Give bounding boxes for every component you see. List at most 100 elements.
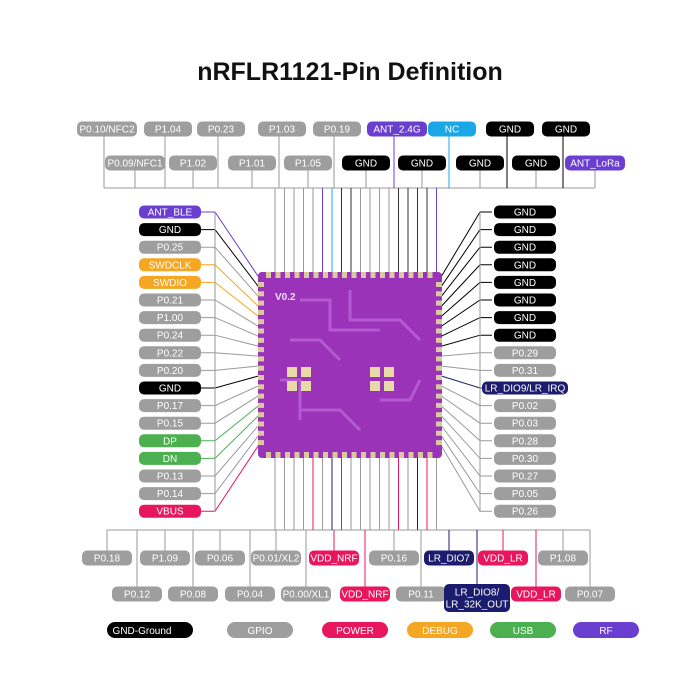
pin-label-p0-23: P0.23: [197, 121, 245, 137]
top-row2-bg: [105, 155, 165, 171]
right-bg: [494, 434, 556, 448]
left-text: P0.21: [157, 296, 184, 307]
chip-trace: [380, 379, 422, 402]
pin-label-gnd: GND: [486, 121, 534, 137]
pin-label-p0-04: P0.04: [225, 586, 275, 602]
page-title: nRFLR1121-Pin Definition: [197, 58, 503, 86]
chip-pad: [258, 300, 264, 306]
left-text: DN: [163, 454, 177, 465]
pin-label-vdd-lr: VDD_LR: [478, 550, 528, 566]
chip-pad: [436, 384, 442, 390]
right-text: P0.31: [512, 366, 539, 377]
pin-label-p0-27: P0.27: [494, 469, 556, 483]
pin-label-p0-11: P0.11: [396, 586, 446, 602]
chip-pad: [361, 452, 366, 458]
bottom-row2-text: P0.07: [577, 590, 604, 601]
pin-label-p0-17: P0.17: [139, 399, 201, 413]
left-text: DP: [163, 436, 177, 447]
pin-label-p1-05: P1.05: [284, 155, 332, 171]
pin-label-p0-03: P0.03: [494, 416, 556, 430]
left-bg: [139, 223, 201, 237]
pin-label-nc: NC: [428, 121, 476, 137]
pin-label-p0-09-nfc1: P0.09/NFC1: [105, 155, 165, 171]
top-row1-bg: [197, 121, 245, 137]
legend-label: GPIO: [247, 626, 272, 637]
chip-pad: [258, 384, 264, 390]
chip-pad: [258, 319, 264, 325]
right-text: GND: [514, 278, 536, 289]
left-text: P0.25: [157, 243, 184, 254]
bottom-row1-bg: [369, 550, 419, 566]
left-text: P0.15: [157, 419, 184, 430]
bottom-row1-text: VDD_LR: [483, 554, 522, 565]
pin-label-p1-04: P1.04: [144, 121, 192, 137]
left-bg: [139, 258, 201, 272]
bottom-row1-bg: [309, 550, 359, 566]
chip-trace: [300, 298, 380, 332]
chip-pad: [258, 440, 264, 446]
pin-label-p0-14: P0.14: [139, 487, 201, 501]
pin-label-gnd: GND: [342, 155, 390, 171]
pin-label-p1-00: P1.00: [139, 311, 201, 325]
pin-label-p1-02: P1.02: [169, 155, 217, 171]
chip-pad: [266, 272, 271, 278]
top-row1-bg: [77, 121, 137, 137]
pin-label-gnd: GND: [494, 311, 556, 325]
pin-label-vdd-nrf: VDD_NRF: [309, 550, 359, 566]
bottom-row1-bg: [82, 550, 132, 566]
pin-label-p0-22: P0.22: [139, 346, 201, 360]
top-row1-text: P0.10/NFC2: [79, 125, 134, 136]
pin-label-p0-16: P0.16: [369, 550, 419, 566]
pin-label-p0-06: P0.06: [195, 550, 245, 566]
bottom-row2-bg: [340, 586, 390, 602]
chip-pad: [436, 375, 442, 380]
chip-pad: [294, 272, 300, 278]
left-bg: [139, 469, 201, 483]
left-pin-line: [201, 421, 263, 477]
chip-pad: [436, 402, 442, 408]
chip-pad: [258, 337, 264, 343]
chip-pad: [351, 452, 357, 458]
left-pin-line: [201, 264, 263, 311]
left-bg: [139, 205, 201, 219]
right-text: GND: [514, 296, 536, 307]
right-text: GND: [514, 225, 536, 236]
pin-label-p0-13: P0.13: [139, 469, 201, 483]
left-text: SWDCLK: [149, 260, 192, 271]
chip-pad: [258, 365, 264, 371]
pin-label-ant-lora: ANT_LoRa: [565, 155, 625, 171]
pin-label-p0-10-nfc2: P0.10/NFC2: [77, 121, 137, 137]
pin-label-p0-25: P0.25: [139, 240, 201, 254]
pin-label-gnd: GND: [456, 155, 504, 171]
chip-pad: [258, 356, 264, 362]
chip-pad: [258, 328, 264, 334]
chip-pad-cluster: [301, 367, 311, 377]
chip-pad: [436, 319, 442, 325]
left-text: P0.20: [157, 366, 184, 377]
left-bg: [139, 346, 201, 360]
pin-label-p1-09: P1.09: [140, 550, 190, 566]
chip-pad: [351, 272, 357, 278]
chip-pad: [332, 452, 338, 458]
bottom-row2-text: P0.00/XL1: [283, 590, 330, 601]
legend-label: GND-Ground: [113, 626, 172, 637]
top-row1-bg: [542, 121, 590, 137]
bottom-row1-text: P0.18: [94, 554, 121, 565]
right-text: P0.26: [512, 507, 539, 518]
pin-label-p0-18: P0.18: [82, 550, 132, 566]
chip-pad: [436, 337, 442, 343]
chip-pad-cluster: [287, 367, 297, 377]
chip-pad: [436, 282, 442, 287]
right-text: GND: [514, 243, 536, 254]
chip-pad: [294, 452, 300, 458]
right-bg: [494, 258, 556, 272]
right-bg: [494, 311, 556, 325]
chip-pad: [332, 272, 338, 278]
legend-swatch: [107, 622, 193, 638]
chip-pad: [323, 452, 328, 458]
chip-pad: [436, 412, 442, 418]
bottom-row1-bg: [195, 550, 245, 566]
